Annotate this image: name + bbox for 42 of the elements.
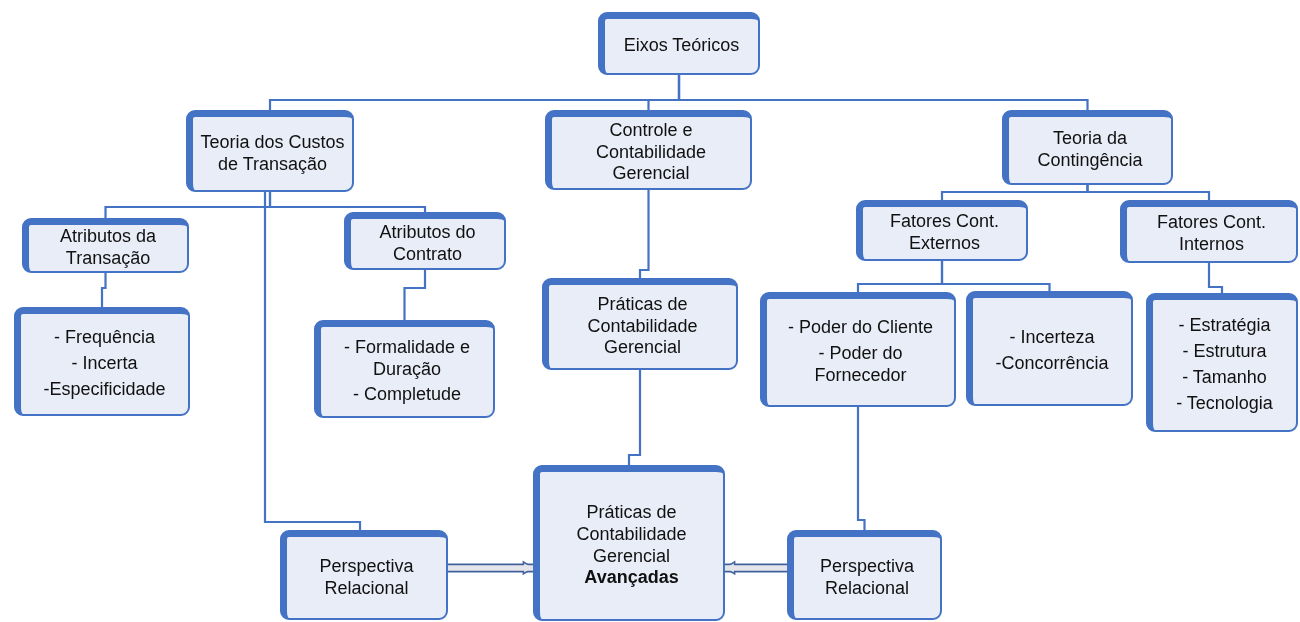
text-box bbox=[545, 110, 752, 190]
node-label: Controle e Contabilidade Gerencial bbox=[594, 119, 708, 186]
node-label: - Frequência bbox=[53, 327, 156, 349]
text-box bbox=[533, 465, 725, 621]
node-label: - Incerta bbox=[71, 353, 138, 375]
node-label: Teoria da Contingência bbox=[1036, 128, 1144, 172]
node-label: Práticas de Contabilidade Gerencial bbox=[586, 293, 699, 360]
node-label: - Completude bbox=[352, 384, 462, 407]
text-box bbox=[14, 307, 190, 416]
text-box bbox=[598, 12, 760, 75]
node-label: - Estratégia bbox=[1178, 315, 1271, 338]
node-label: - Poder do Fornecedor bbox=[813, 343, 908, 387]
node-label: - Tamanho bbox=[1182, 367, 1267, 389]
text-box bbox=[760, 292, 956, 407]
text-box bbox=[966, 291, 1133, 406]
node-label: - Incerteza bbox=[1009, 327, 1095, 349]
node-label: - Estrutura bbox=[1182, 341, 1267, 363]
text-box bbox=[186, 110, 354, 192]
text-box bbox=[1146, 293, 1298, 432]
node-label: - Poder do Cliente bbox=[787, 317, 934, 339]
node-label: -Concorrência bbox=[995, 353, 1109, 375]
node-label: Teoria dos Custos de Transação bbox=[199, 131, 346, 176]
text-box bbox=[1120, 200, 1298, 263]
text-box bbox=[344, 212, 506, 270]
text-box bbox=[22, 218, 189, 273]
node-label: Eixos Teóricos bbox=[623, 35, 740, 57]
text-box bbox=[542, 278, 738, 370]
text-box bbox=[1002, 110, 1173, 185]
node-label: Perspectiva Relacional bbox=[318, 555, 415, 600]
text-box bbox=[787, 530, 942, 620]
node-label: Práticas de Contabilidade Gerencial Avançadas bbox=[575, 501, 688, 590]
node-label: - Formalidade e Duração bbox=[342, 336, 472, 381]
text-box bbox=[280, 530, 448, 620]
text-box bbox=[314, 320, 495, 418]
node-label: - Tecnologia bbox=[1176, 392, 1273, 415]
node-label: Atributos da Transação bbox=[58, 226, 158, 270]
text-box bbox=[856, 200, 1028, 261]
node-label: Perspectiva Relacional bbox=[818, 555, 915, 600]
node-label: Fatores Cont. Externos bbox=[888, 211, 1000, 255]
node-label: -Especificidade bbox=[43, 378, 166, 401]
node-label: Atributos do Contrato bbox=[378, 221, 477, 266]
node-label: Fatores Cont. Internos bbox=[1155, 212, 1267, 256]
